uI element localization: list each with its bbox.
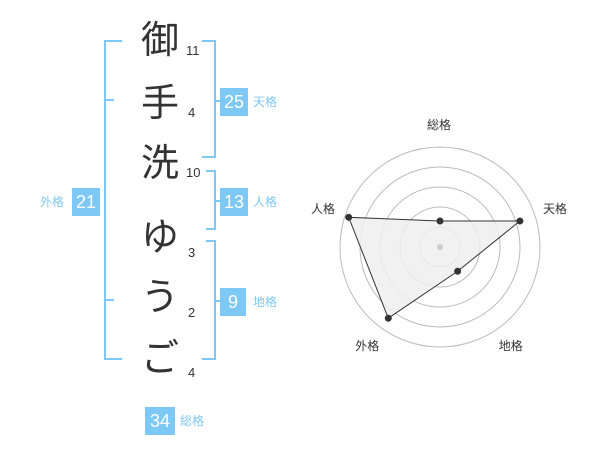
radar-center-point [437, 244, 443, 250]
radar-axis-label-4: 外格 [355, 338, 380, 353]
tenkaku-bracket [214, 40, 216, 158]
name-char-2: 手 [140, 81, 179, 125]
jinkaku-value-badge: 13 [220, 188, 248, 216]
jinkaku-bracket-top [206, 170, 216, 172]
tenkaku-bracket-bottom [202, 156, 216, 158]
jinkaku-bracket-bottom [206, 228, 216, 230]
radar-axis-label-2: 天格 [543, 202, 568, 217]
jinkaku-label: 人格 [253, 195, 278, 209]
gaikaku-tick-2 [104, 299, 114, 301]
radar-axis-label-1: 総格 [427, 118, 452, 132]
stroke-count-6: 4 [188, 365, 196, 380]
chikaku-bracket-bottom [202, 358, 216, 360]
jinkaku-connector [214, 200, 222, 202]
tenkaku-connector [214, 100, 222, 102]
gaikaku-label: 外格 [40, 195, 65, 209]
tenkaku-value-badge: 25 [220, 88, 248, 116]
radar-axis-label-3: 地格 [498, 338, 523, 353]
chikaku-bracket-top [206, 240, 216, 242]
stroke-count-5: 2 [188, 305, 196, 320]
soukaku-value-badge: 34 [145, 407, 175, 435]
chikaku-connector [214, 300, 222, 302]
name-char-1: 御 [140, 18, 179, 62]
radar-point-4 [384, 314, 392, 322]
radar-grid-ring [339, 146, 541, 348]
tenkaku-bracket-top [202, 40, 216, 42]
radar-point-3 [454, 267, 462, 275]
name-char-3: 洗 [140, 141, 179, 185]
stroke-count-4: 3 [188, 245, 196, 260]
gaikaku-tick-1 [104, 99, 114, 101]
radar-point-1 [436, 217, 444, 225]
name-char-5: う [140, 275, 179, 319]
soukaku-label: 総格 [180, 414, 205, 428]
name-char-6: ご [140, 336, 179, 380]
stroke-count-3: 10 [186, 165, 201, 180]
tenkaku-label: 天格 [253, 95, 278, 109]
gaikaku-value-badge: 21 [72, 188, 100, 216]
name-char-4: ゆ [140, 215, 179, 259]
gaikaku-bracket-top [104, 40, 122, 42]
gaikaku-bracket-bottom [104, 358, 122, 360]
radar-point-5 [345, 213, 353, 221]
gaikaku-bracket [104, 40, 106, 360]
radar-point-2 [516, 217, 524, 225]
chikaku-value-badge: 9 [220, 288, 246, 316]
radar-axis-label-5: 人格 [310, 202, 335, 217]
radar-series-polygon [347, 216, 522, 319]
stroke-count-2: 4 [188, 105, 196, 120]
chikaku-label: 地格 [253, 295, 278, 309]
stroke-count-1: 11 [186, 43, 200, 58]
